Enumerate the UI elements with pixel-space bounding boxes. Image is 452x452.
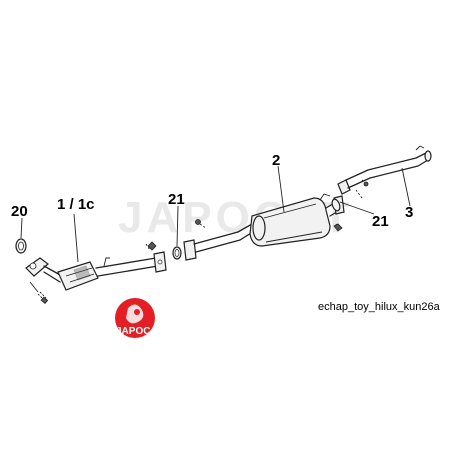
tail-pipe <box>337 145 432 199</box>
label-part-1-1c: 1 / 1c <box>57 196 95 213</box>
label-part-21-right: 21 <box>372 213 389 230</box>
label-part-21-left: 21 <box>168 191 185 208</box>
front-pipe-with-catalyst <box>25 251 167 291</box>
japocat-logo: JAPOCAT <box>115 298 163 338</box>
gasket-21-left <box>172 246 182 260</box>
gasket-21-right <box>331 198 341 212</box>
diagram-caption: echap_toy_hilux_kun26a <box>318 301 441 313</box>
label-part-2: 2 <box>272 152 280 169</box>
leader-lines <box>20 165 411 263</box>
label-part-20: 20 <box>11 203 28 220</box>
gasket-20 <box>15 238 27 254</box>
logo-text: JAPOCAT <box>116 326 163 337</box>
front-bolts <box>29 241 157 305</box>
center-bolt <box>333 223 343 232</box>
label-part-3: 3 <box>405 204 413 221</box>
